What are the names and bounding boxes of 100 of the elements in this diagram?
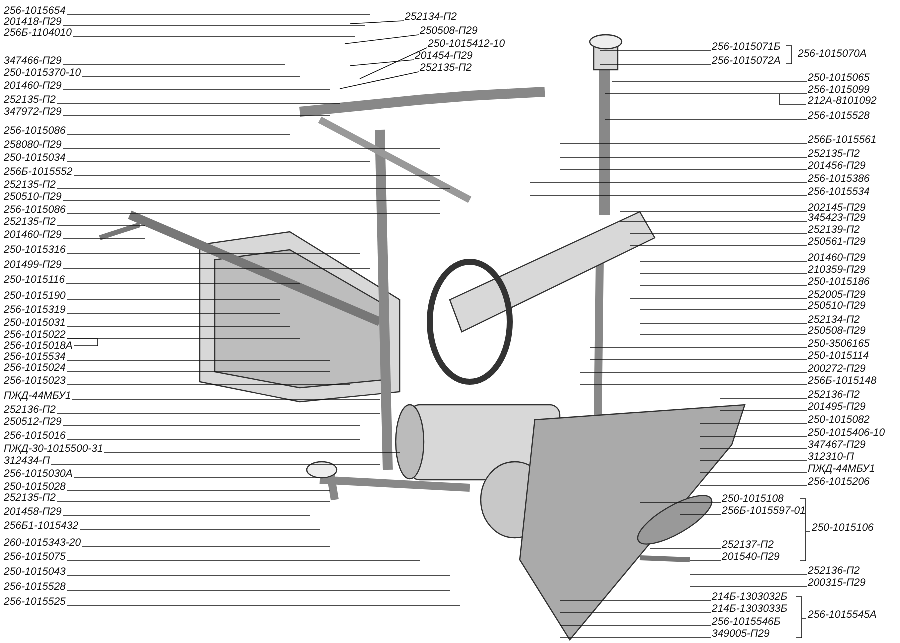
leader-line bbox=[62, 238, 146, 240]
part-number: 256-1015024 bbox=[4, 362, 66, 374]
part-number: 250-1015186 bbox=[808, 276, 870, 288]
part-number: 252134-П2 bbox=[405, 11, 457, 23]
part-number: 256-1015023 bbox=[4, 375, 66, 387]
leader-line bbox=[560, 612, 712, 614]
part-number: 256-1015654 bbox=[4, 5, 66, 17]
part-number: 202145-П29 bbox=[808, 202, 866, 214]
assembly-number: 256-1015545А bbox=[808, 609, 877, 621]
leader-line bbox=[66, 360, 330, 362]
part-number: 256-1015086 bbox=[4, 125, 66, 137]
part-number: 256Б-1015597-01 bbox=[722, 505, 806, 517]
leader-line bbox=[72, 36, 356, 38]
part-number: 250-1015108 bbox=[722, 493, 784, 505]
leader-line bbox=[66, 384, 350, 386]
leader-line bbox=[62, 200, 440, 202]
part-number: 252139-П2 bbox=[808, 224, 860, 236]
leader-line bbox=[600, 64, 712, 66]
part-number: 256Б-1104010 bbox=[4, 27, 72, 39]
leader-line bbox=[630, 298, 808, 300]
leader-line bbox=[640, 334, 808, 336]
leader-line bbox=[680, 514, 722, 516]
part-number: 250-1015034 bbox=[4, 152, 66, 164]
part-number: 252137-П2 bbox=[722, 539, 774, 551]
part-number: 250-1015412-10 bbox=[428, 38, 506, 50]
part-number: 250-1015082 bbox=[808, 414, 870, 426]
leader-line bbox=[560, 600, 712, 602]
part-number: 252135-П2 bbox=[808, 148, 860, 160]
part-number: 201456-П29 bbox=[808, 160, 866, 172]
leader-line bbox=[66, 134, 290, 136]
part-number: 201460-П29 bbox=[4, 229, 62, 241]
part-number: 250561-П29 bbox=[808, 236, 866, 248]
leader-line bbox=[66, 14, 370, 16]
leader-line bbox=[600, 50, 712, 52]
part-number: 252134-П2 bbox=[808, 314, 860, 326]
part-number: 256-1015016 bbox=[4, 430, 66, 442]
part-number: 349005-П29 bbox=[712, 628, 770, 640]
part-number: 252136-П2 bbox=[808, 565, 860, 577]
part-number: 256Б-1015552 bbox=[4, 166, 73, 178]
part-number: 214Б-1303033Б bbox=[712, 603, 788, 615]
part-number: 214Б-1303032Б bbox=[712, 591, 788, 603]
leader-line bbox=[350, 20, 404, 24]
part-number: ПЖД-44МБУ1 bbox=[808, 463, 876, 475]
part-number: 250-1015114 bbox=[808, 350, 870, 362]
part-number: 256-1015525 bbox=[4, 596, 66, 608]
assembly-number: 256-1015070А bbox=[798, 48, 867, 60]
part-number: 250-1015031 bbox=[4, 317, 66, 329]
part-number: 201499-П29 bbox=[4, 259, 62, 271]
leader-line bbox=[56, 188, 450, 190]
assembly-number: 250-1015106 bbox=[812, 522, 874, 534]
part-number: 201458-П29 bbox=[4, 506, 62, 518]
part-number: 201418-П29 bbox=[4, 16, 62, 28]
part-number: 250-1015370-10 bbox=[4, 67, 82, 79]
part-number: 201495-П29 bbox=[808, 401, 866, 413]
leader-line bbox=[62, 268, 370, 270]
part-number: 252005-П29 bbox=[808, 289, 866, 301]
part-number: 201460-П29 bbox=[808, 252, 866, 264]
part-number: 250-1015028 bbox=[4, 481, 66, 493]
part-number: 250510-П29 bbox=[808, 300, 866, 312]
leader-line bbox=[50, 464, 380, 466]
part-number: 256-1015528 bbox=[4, 581, 66, 593]
part-number: 201460-П29 bbox=[4, 80, 62, 92]
leader-line bbox=[700, 472, 808, 474]
part-number: 312434-П bbox=[4, 455, 50, 467]
part-number: 258080-П29 bbox=[4, 139, 62, 151]
part-number: 256-1015319 bbox=[4, 304, 66, 316]
leader-line bbox=[650, 548, 722, 550]
leader-line bbox=[350, 60, 414, 66]
leader-line bbox=[690, 560, 722, 562]
part-number: 256Б1-1015432 bbox=[4, 520, 79, 532]
leader-line bbox=[700, 436, 808, 438]
leader-line bbox=[344, 34, 420, 44]
part-number: 260-1015343-20 bbox=[4, 537, 82, 549]
leader-line bbox=[66, 590, 450, 592]
part-number: 345423-П29 bbox=[808, 212, 866, 224]
assembly-number: 256-1015018А bbox=[4, 340, 73, 352]
part-number: 256Б-1015561 bbox=[808, 134, 877, 146]
part-number: 252135-П2 bbox=[4, 216, 56, 228]
part-number: 250510-П29 bbox=[4, 191, 62, 203]
leader-line bbox=[82, 76, 300, 78]
part-number: 250-1015065 bbox=[808, 72, 870, 84]
leader-line bbox=[690, 574, 808, 576]
part-number: ПЖД-30-1015500-31 bbox=[4, 443, 104, 455]
assembly-number: 212А-8101092 bbox=[808, 95, 877, 107]
part-number: 250508-П29 bbox=[420, 25, 478, 37]
part-number: 250512-П29 bbox=[4, 416, 62, 428]
part-number: 210359-П29 bbox=[808, 264, 866, 276]
part-number: 250-1015190 bbox=[4, 290, 66, 302]
leader-line bbox=[66, 560, 420, 562]
part-number: 256-1015099 bbox=[808, 84, 870, 96]
leader-line bbox=[62, 148, 440, 150]
part-number: 256-1015075 bbox=[4, 551, 66, 563]
leader-line bbox=[82, 546, 330, 548]
part-number: ПЖД-44МБУ1 bbox=[4, 390, 72, 402]
part-number: 347972-П29 bbox=[4, 106, 62, 118]
part-number: 252135-П2 bbox=[4, 179, 56, 191]
part-number: 250-1015406-10 bbox=[808, 427, 886, 439]
part-number: 201454-П29 bbox=[415, 50, 473, 62]
part-number: 252136-П2 bbox=[808, 389, 860, 401]
leader-line bbox=[640, 502, 722, 504]
